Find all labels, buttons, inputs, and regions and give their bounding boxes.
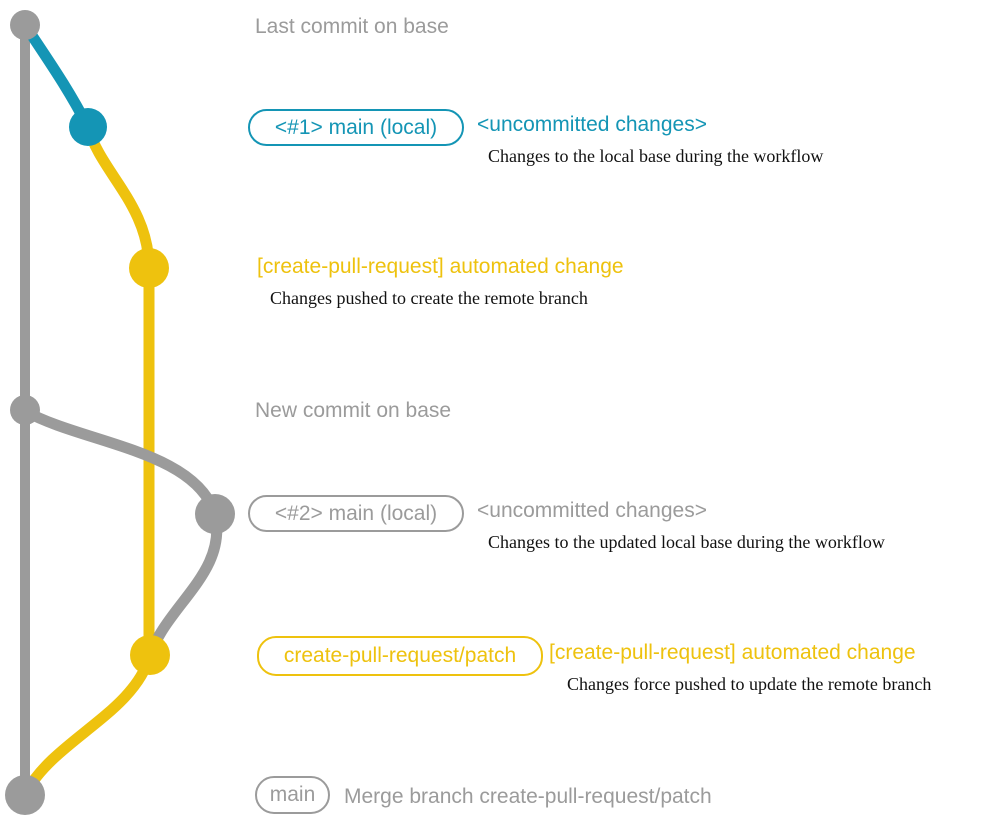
caption-automated-change-1: Changes pushed to create the remote bran… [270, 288, 588, 308]
edge-patch-branch [82, 121, 155, 661]
edge-rebase-in [144, 508, 223, 661]
caption-local-base-changes-2: Changes to the updated local base during… [488, 532, 885, 552]
label-automated-change-2: [create-pull-request] automated change [549, 641, 916, 664]
branch-badge-label: create-pull-request/patch [283, 644, 517, 667]
branch-badge-label: <#2> main (local) [274, 501, 438, 525]
branch-badge-main-local-1: <#1> main (local) [248, 109, 464, 146]
branch-badge-label: <#1> main (local) [274, 115, 438, 139]
commit-local-main-2 [195, 494, 235, 534]
label-new-commit-on-base: New commit on base [255, 399, 452, 422]
label-uncommitted-changes-2: <uncommitted changes> [477, 499, 707, 522]
label-automated-change-1: [create-pull-request] automated change [257, 255, 624, 278]
commit-automated-change-2 [130, 635, 170, 675]
label-last-commit-on-base: Last commit on base [255, 15, 449, 38]
caption-local-base-changes-1: Changes to the local base during the wor… [488, 146, 824, 166]
branch-badge-main-local-2: <#2> main (local) [248, 495, 464, 532]
commit-merge [5, 775, 45, 815]
caption-automated-change-2: Changes force pushed to update the remot… [567, 674, 932, 694]
commit-new-on-base [10, 395, 40, 425]
edge-rebase-out [19, 405, 221, 520]
label-merge-branch: Merge branch create-pull-request/patch [344, 785, 712, 808]
label-uncommitted-changes-1: <uncommitted changes> [477, 113, 707, 136]
commit-local-main-1 [69, 108, 107, 146]
branch-badge-main: main [255, 776, 330, 814]
edge-merge-to-base [21, 649, 156, 797]
branch-badge-label: main [269, 783, 316, 806]
commit-automated-change-1 [129, 248, 169, 288]
branch-badge-patch: create-pull-request/patch [257, 636, 543, 676]
commit-last-on-base [10, 10, 40, 40]
